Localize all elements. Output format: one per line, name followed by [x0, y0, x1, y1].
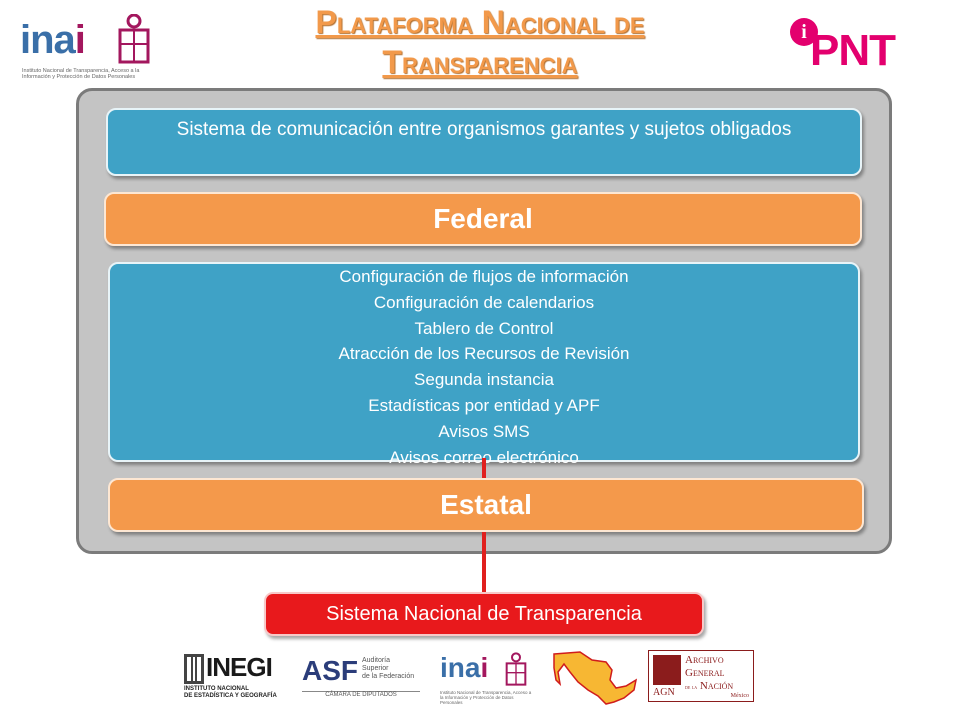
pnt-logo: i PNT [790, 18, 920, 78]
connector-line [482, 458, 486, 480]
inai-logo: inai Instituto Nacional de Transparencia… [20, 14, 160, 84]
inai-tagline: Instituto Nacional de Transparencia, Acc… [440, 690, 532, 705]
estatal-bar: Estatal [108, 478, 864, 532]
mexico-map-icon [553, 651, 638, 705]
info-icon: i [790, 18, 818, 46]
asf-wordmark: ASF [302, 655, 358, 686]
feature-item: Estadísticas por entidad y APF [368, 395, 600, 415]
title-line-2: Transparencia [382, 44, 578, 80]
connector-line [482, 532, 486, 594]
inai-tagline: Instituto Nacional de Transparencia, Acc… [22, 68, 140, 80]
feature-item: Avisos SMS [438, 421, 530, 441]
communication-bar: Sistema de comunicación entre organismos… [106, 108, 862, 176]
features-panel: Configuración de flujos de información C… [108, 262, 860, 467]
inai-figure-icon [118, 14, 150, 64]
asf-camara: CÁMARA DE DIPUTADOS [302, 691, 420, 698]
feature-item: Configuración de calendarios [373, 292, 595, 312]
inai-wordmark: inai [20, 18, 86, 62]
agn-name: Archivo General de la Nación [685, 654, 734, 692]
agn-abbr: AGN [653, 687, 675, 698]
inegi-wordmark: INEGI [206, 652, 273, 682]
agn-emblem-icon [653, 655, 681, 685]
inai-figure-icon [505, 652, 527, 686]
title-line-1: Plataforma Nacional de [315, 4, 645, 40]
pnt-wordmark: PNT [810, 26, 896, 75]
national-system-box: Sistema Nacional de Transparencia [264, 592, 704, 636]
inegi-logo: INEGI INSTITUTO NACIONAL DE ESTADÍSTICA … [184, 652, 284, 699]
inai-wordmark: inai [440, 652, 489, 683]
inegi-subtitle: INSTITUTO NACIONAL DE ESTADÍSTICA Y GEOG… [184, 686, 277, 699]
asf-logo: ASF Auditoría Superior de la Federación … [302, 655, 428, 699]
agn-country: México [730, 693, 749, 699]
feature-item: Segunda instancia [414, 370, 554, 390]
inai-logo-footer: inai Instituto Nacional de Transparencia… [440, 652, 540, 705]
inegi-emblem-icon [184, 654, 204, 684]
agn-logo: AGN Archivo General de la Nación México [648, 650, 754, 702]
feature-item: Avisos correo electrónico [389, 447, 579, 467]
asf-subtitle: Auditoría Superior de la Federación [362, 657, 415, 680]
feature-item: Configuración de flujos de información [339, 267, 629, 286]
page-title: Plataforma Nacional de Transparencia [230, 2, 730, 82]
federal-bar: Federal [104, 192, 862, 246]
feature-item: Tablero de Control [414, 318, 554, 338]
feature-item: Atracción de los Recursos de Revisión [338, 344, 630, 364]
